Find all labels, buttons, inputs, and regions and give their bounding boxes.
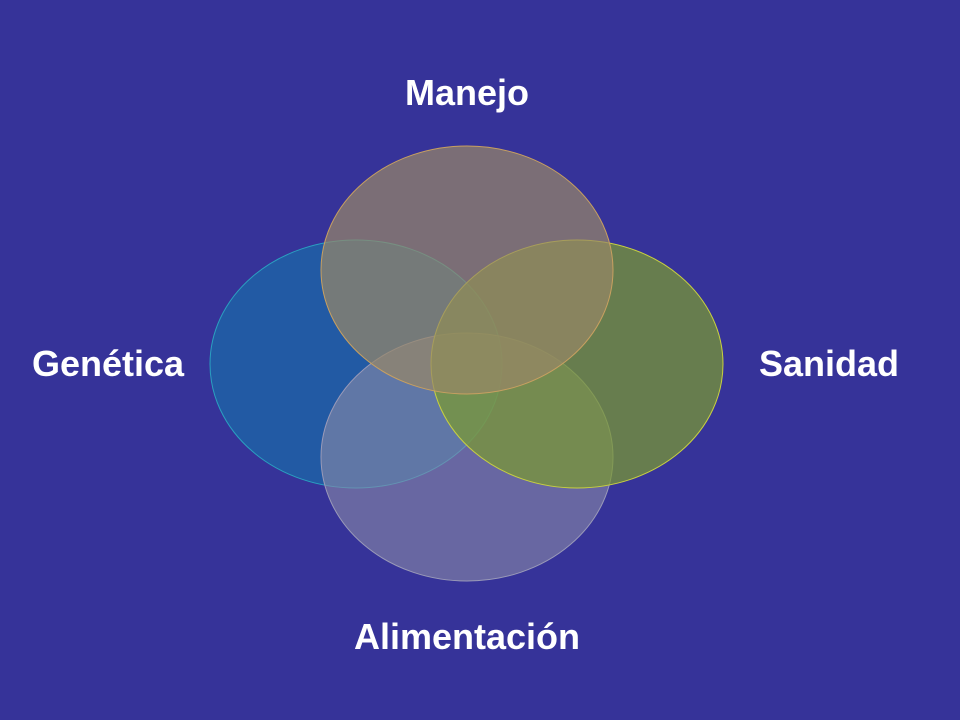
alimentacion-label: Alimentación bbox=[353, 616, 581, 657]
manejo-circle bbox=[320, 145, 614, 395]
genetica-label: Genética bbox=[31, 343, 185, 384]
manejo-label: Manejo bbox=[404, 72, 530, 113]
sanidad-label: Sanidad bbox=[758, 343, 900, 384]
